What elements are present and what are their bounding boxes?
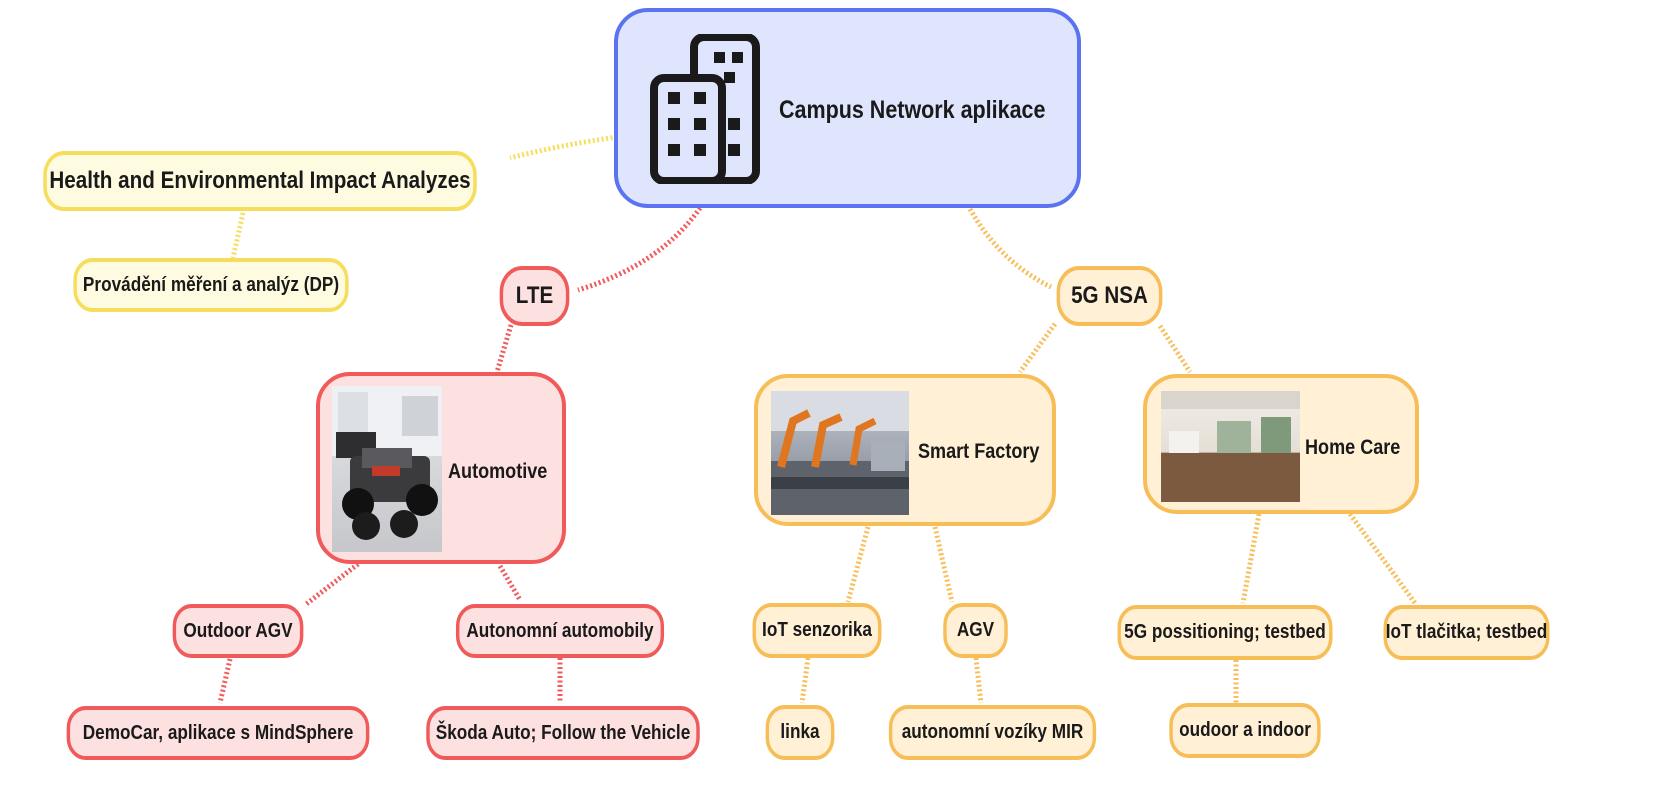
root-node[interactable]: Campus Network aplikace: [614, 8, 1081, 208]
room-photo: [1161, 391, 1300, 502]
connector-root-health: [509, 134, 618, 161]
connector-homecare-iotbuttons: [1347, 512, 1418, 605]
home-care-card[interactable]: Home Care: [1143, 374, 1419, 514]
positioning-node[interactable]: 5G possitioning; testbed: [1117, 605, 1333, 660]
connector-root-nsa: [967, 207, 1053, 290]
connector-iot-linka: [799, 657, 811, 704]
democar-node[interactable]: DemoCar, aplikace s MindSphere: [66, 706, 370, 760]
root-label: Campus Network aplikace: [779, 96, 1046, 124]
lte-node[interactable]: LTE: [499, 266, 570, 326]
agv-node[interactable]: AGV: [943, 603, 1008, 658]
connector-outdoor-child: [217, 658, 233, 704]
connector-automotive-autonomni: [497, 564, 523, 602]
connector-automotive-outdoor: [303, 562, 360, 607]
autonomni-node[interactable]: Autonomní automobily: [455, 604, 665, 658]
smart-factory-card[interactable]: Smart Factory: [754, 374, 1056, 526]
nsa-node[interactable]: 5G NSA: [1056, 266, 1163, 326]
outdoor-indoor-node[interactable]: oudoor a indoor: [1169, 703, 1321, 758]
building-icon: [650, 34, 760, 184]
health-node[interactable]: Health and Environmental Impact Analyzes: [43, 151, 477, 211]
connector-root-lte: [577, 206, 703, 293]
automotive-label: Automotive: [448, 460, 548, 483]
automotive-card[interactable]: Automotive: [316, 372, 566, 564]
factory-photo: [771, 391, 909, 515]
iot-senzorika-node[interactable]: IoT senzorika: [752, 603, 882, 658]
connector-nsa-homecare: [1157, 324, 1193, 374]
outdoor-agv-node[interactable]: Outdoor AGV: [172, 604, 304, 658]
iot-buttons-node[interactable]: IoT tlačitka; testbed: [1383, 605, 1550, 660]
health-child-node[interactable]: Provádění měření a analýz (DP): [73, 258, 349, 312]
connector-homecare-positioning: [1240, 513, 1262, 604]
connector-lte-automotive: [494, 324, 514, 373]
connector-health-child: [230, 212, 246, 259]
connector-factory-agv: [932, 526, 955, 603]
car-photo: [332, 386, 442, 552]
smart-factory-label: Smart Factory: [918, 440, 1040, 463]
skoda-node[interactable]: Škoda Auto; Follow the Vehicle: [426, 706, 700, 760]
mir-node[interactable]: autonomní vozíky MIR: [888, 705, 1097, 760]
connector-factory-iot: [845, 526, 871, 603]
home-care-label: Home Care: [1305, 436, 1401, 459]
connector-agv-child: [973, 657, 984, 704]
connector-nsa-factory: [1017, 322, 1058, 374]
linka-node[interactable]: linka: [765, 705, 835, 760]
